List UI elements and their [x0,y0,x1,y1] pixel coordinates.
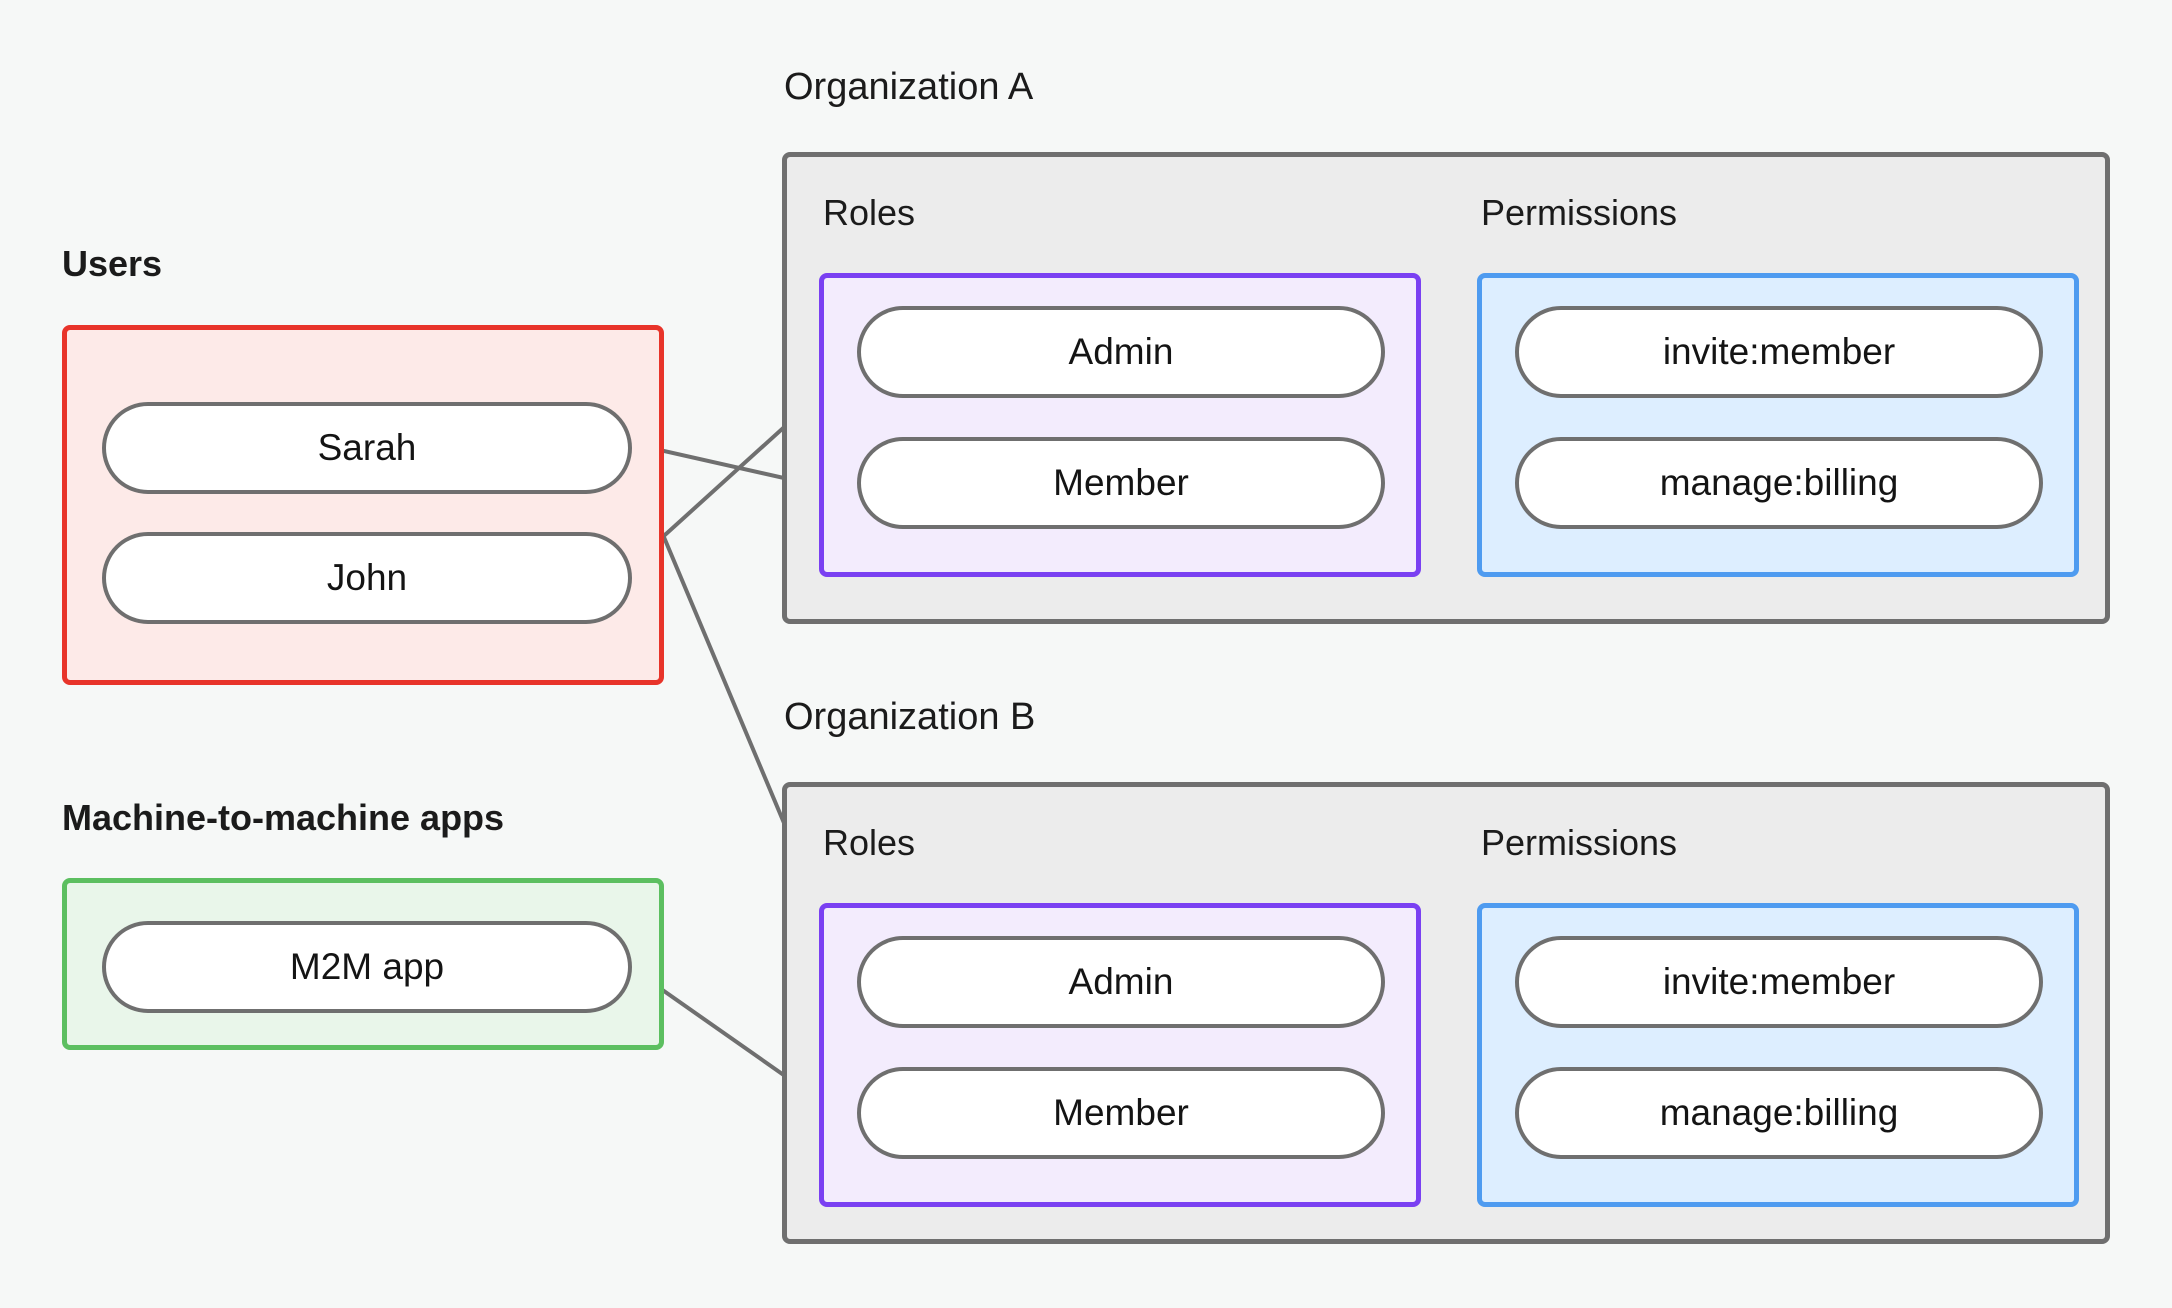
orgB-roles-container: Admin Member [819,903,1421,1207]
orgA-roles-group-label: Roles [823,192,916,233]
orgB-permissions-group-label: Permissions [1481,822,1678,863]
orgA-permission-pill-invite-member[interactable]: invite:member [1515,306,2043,398]
organization-b-title: Organization B [784,696,1036,738]
orgA-roles-container: Admin Member [819,273,1421,577]
orgB-permission-pill-invite-member[interactable]: invite:member [1515,936,2043,1028]
orgB-permission-pill-manage-billing[interactable]: manage:billing [1515,1067,2043,1159]
orgB-role-pill-member[interactable]: Member [857,1067,1385,1159]
users-container: Sarah John [62,325,664,685]
orgA-permission-pill-manage-billing[interactable]: manage:billing [1515,437,2043,529]
user-pill-john[interactable]: John [102,532,632,624]
users-section-caption: Users [62,243,163,284]
orgA-permissions-container: invite:member manage:billing [1477,273,2079,577]
orgB-permissions-container: invite:member manage:billing [1477,903,2079,1207]
orgA-role-pill-admin[interactable]: Admin [857,306,1385,398]
organization-a-container: Roles Admin Member Permissions invite:me… [782,152,2110,624]
organization-a-title: Organization A [784,66,1034,108]
m2m-container: M2M app [62,878,664,1050]
orgB-roles-group-label: Roles [823,822,916,863]
organization-b-container: Roles Admin Member Permissions invite:me… [782,782,2110,1244]
orgA-permissions-group-label: Permissions [1481,192,1678,233]
user-pill-sarah[interactable]: Sarah [102,402,632,494]
orgA-role-pill-member[interactable]: Member [857,437,1385,529]
m2m-pill-app[interactable]: M2M app [102,921,632,1013]
orgB-role-pill-admin[interactable]: Admin [857,936,1385,1028]
m2m-section-caption: Machine-to-machine apps [62,797,505,838]
